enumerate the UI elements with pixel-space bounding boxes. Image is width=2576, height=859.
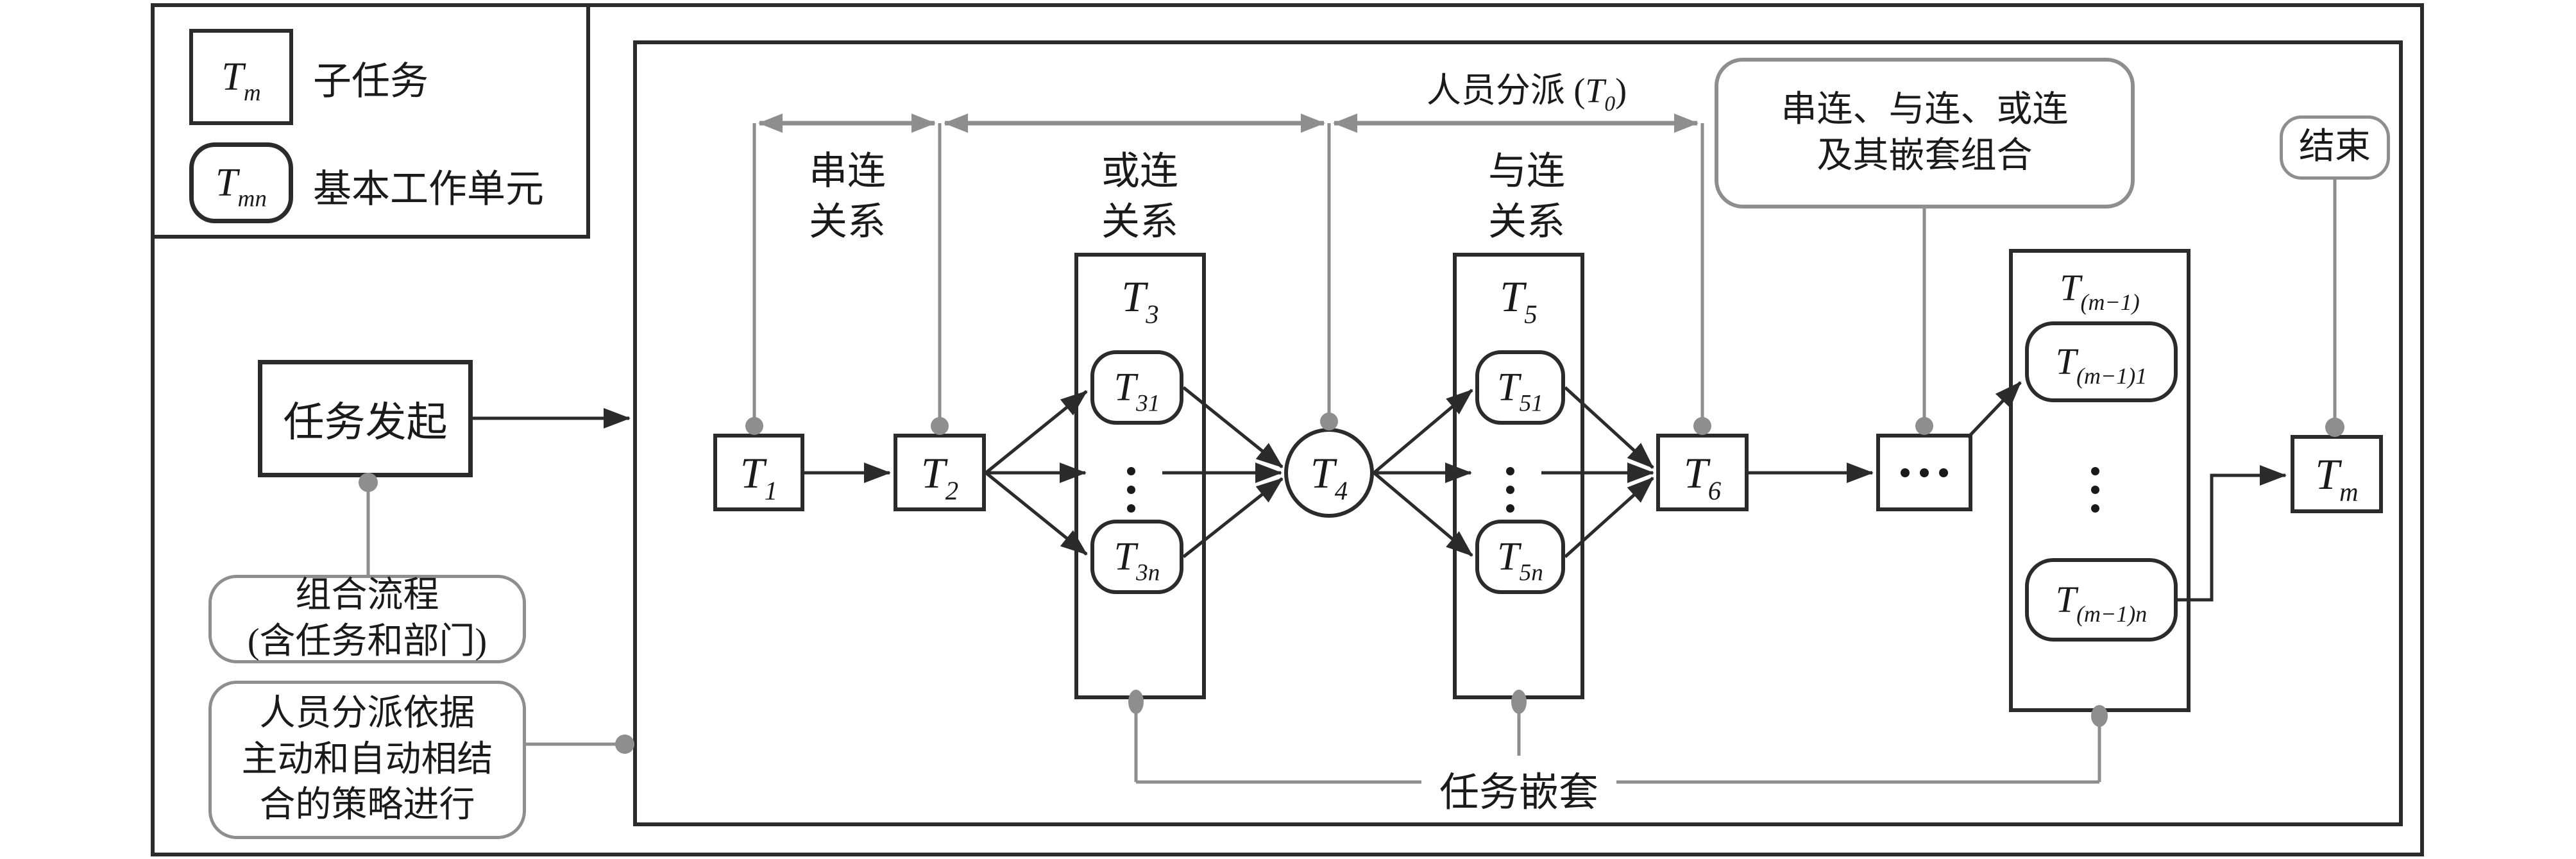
legend-workunit-label: 基本工作单元 [313, 168, 544, 210]
process-note-line2: (含任务和部门) [247, 622, 487, 661]
task-nesting-label: 任务嵌套 [1421, 756, 1617, 821]
legend-workunit-shape: Tmn [189, 142, 293, 223]
personnel-assignment-prefix: 人员分派 ( [1426, 71, 1586, 110]
node-tm11-label: T(m−1)1 [2055, 341, 2148, 389]
node-t51: T51 [1475, 350, 1565, 425]
and-relation-line1: 与连 [1488, 150, 1565, 192]
node-tm: Tm [2291, 435, 2383, 513]
or-relation-line1: 或连 [1101, 150, 1178, 192]
tm1-ellipsis-vertical-icon [2091, 467, 2099, 513]
personnel-assignment-label: 人员分派 (T0) [1366, 62, 1687, 116]
node-t3n: T3n [1090, 520, 1183, 594]
node-t31-label: T31 [1114, 366, 1160, 417]
node-t2: T2 [894, 434, 986, 511]
personnel-assignment-suffix: ) [1615, 71, 1627, 110]
node-t4: T4 [1284, 428, 1374, 518]
node-tm11: T(m−1)1 [2025, 321, 2178, 402]
assignment-basis-line3: 合的策略进行 [259, 785, 475, 826]
node-t5n-label: T5n [1497, 535, 1543, 586]
t5-ellipsis-vertical-icon [1506, 467, 1514, 513]
assignment-basis-line1: 人员分派依据 [259, 693, 475, 733]
outer-border [151, 3, 2424, 856]
start-box: 任务发起 [258, 360, 473, 477]
process-note-box: 组合流程 (含任务和部门) [208, 575, 526, 663]
end-label: 结束 [2299, 127, 2371, 167]
legend-box [151, 3, 590, 239]
end-box: 结束 [2280, 115, 2390, 180]
legend-subtask-symbol: Tm [221, 55, 261, 106]
personnel-assignment-subscript: 0 [1604, 92, 1616, 116]
combo-note-box: 串连、与连、或连 及其嵌套组合 [1715, 58, 2135, 208]
start-label: 任务发起 [283, 399, 448, 445]
legend-workunit-symbol: Tmn [216, 161, 267, 212]
main-frame [633, 40, 2403, 826]
node-tm-label: Tm [2315, 450, 2359, 507]
legend-subtask-shape: Tm [189, 29, 293, 125]
and-relation-line2: 关系 [1488, 201, 1565, 244]
node-t31: T31 [1090, 350, 1183, 425]
serial-relation-label: 串连 关系 [767, 146, 928, 248]
legend-subtask-label: 子任务 [313, 60, 428, 103]
assignment-basis-line2: 主动和自动相结 [241, 739, 493, 779]
personnel-assignment-symbol: T [1585, 71, 1605, 110]
or-relation-line2: 关系 [1101, 201, 1178, 244]
node-t5n: T5n [1475, 520, 1565, 594]
serial-relation-line1: 串连 [809, 150, 886, 192]
combo-note-line2: 及其嵌套组合 [1817, 135, 2033, 176]
or-relation-label: 或连 关系 [1060, 146, 1220, 248]
serial-relation-line2: 关系 [809, 201, 886, 244]
combo-note-line1: 串连、与连、或连 [1781, 89, 2069, 130]
group-tm1-label: T(m−1) [2009, 267, 2190, 316]
assignment-basis-box: 人员分派依据 主动和自动相结 合的策略进行 [208, 681, 526, 839]
ellipsis-horizontal-icon [1901, 468, 1948, 477]
process-note-line1: 组合流程 [295, 575, 439, 616]
node-tm1n: T(m−1)n [2025, 558, 2178, 642]
node-t1: T1 [713, 434, 804, 511]
group-tm1-symbol: T(m−1) [2060, 267, 2140, 316]
group-tm1 [2009, 249, 2190, 712]
node-t1-label: T1 [740, 448, 778, 505]
node-t3n-label: T3n [1114, 535, 1160, 586]
node-t6-label: T6 [1683, 448, 1722, 505]
group-t5-symbol: T5 [1500, 272, 1538, 329]
node-t6: T6 [1656, 434, 1749, 511]
node-tm1n-label: T(m−1)n [2055, 579, 2148, 627]
node-t4-label: T4 [1310, 448, 1348, 506]
continuation-box [1876, 434, 1972, 511]
t3-ellipsis-vertical-icon [1127, 467, 1135, 513]
group-t3-label: T3 [1074, 272, 1206, 329]
and-relation-label: 与连 关系 [1446, 146, 1607, 248]
node-t2-label: T2 [920, 448, 959, 505]
node-t51-label: T51 [1497, 366, 1543, 417]
group-t3-symbol: T3 [1121, 272, 1159, 329]
group-t5-label: T5 [1453, 272, 1584, 329]
